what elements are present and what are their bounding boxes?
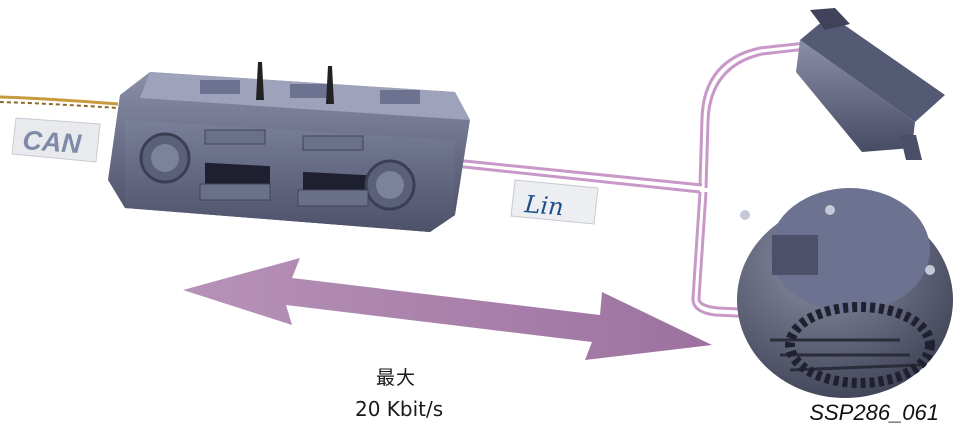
can-bus-wires	[0, 95, 119, 109]
climate-control-unit	[108, 62, 470, 232]
bidirectional-arrow	[183, 258, 712, 360]
speed-title: 最大	[376, 367, 417, 389]
figure-code: SSP286_061	[809, 400, 939, 425]
blower-motor	[737, 188, 953, 398]
lin-badge-label: Lin	[522, 190, 564, 221]
actuator-module	[796, 8, 945, 160]
lin-badge: Lin	[510, 179, 599, 225]
speed-value: 20 Kbit/s	[355, 397, 444, 421]
can-badge-label: CAN	[22, 125, 83, 159]
can-badge: CAN	[11, 117, 101, 163]
lin-bus-lines	[454, 40, 816, 320]
